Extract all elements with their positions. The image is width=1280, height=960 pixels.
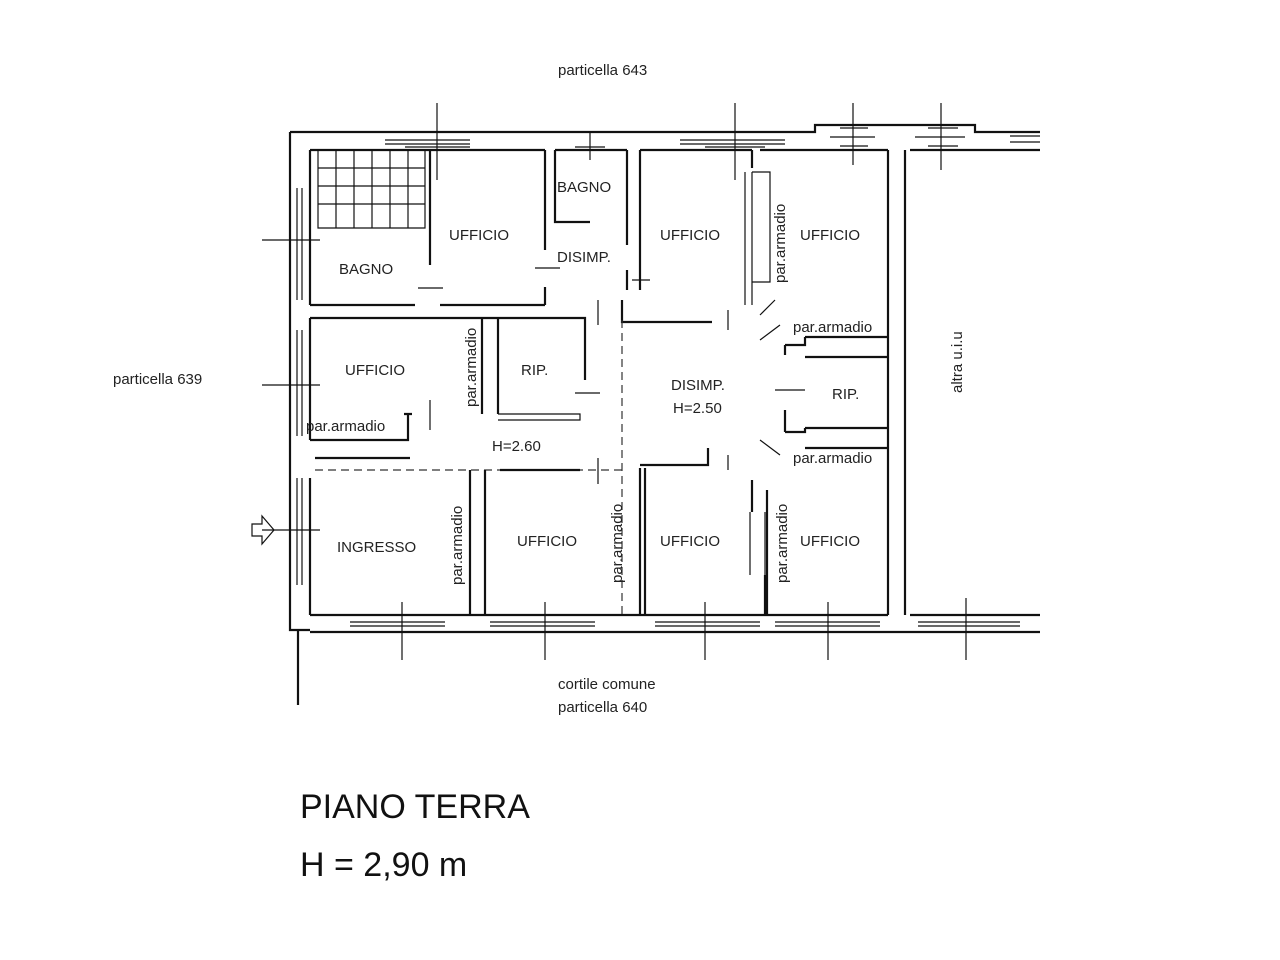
floor-name: PIANO TERRA (300, 788, 530, 826)
room-disimp-2-height: H=2.50 (673, 400, 722, 417)
interior-walls (310, 150, 888, 615)
wardrobe-label: par.armadio (609, 504, 626, 583)
entrance-arrow-icon (251, 514, 275, 546)
wardrobe-label: par.armadio (463, 328, 480, 407)
wardrobe-label: par.armadio (449, 506, 466, 585)
room-ufficio-3: UFFICIO (800, 227, 860, 244)
room-ufficio-4: UFFICIO (345, 362, 405, 379)
outer-walls (288, 123, 1040, 705)
label-west-parcel: particella 639 (113, 371, 202, 388)
label-south-courtyard: cortile comune (558, 676, 656, 693)
wardrobe-label: par.armadio (774, 504, 791, 583)
room-disimp-2: DISIMP. (671, 377, 725, 394)
room-rip-1: RIP. (521, 362, 548, 379)
room-ufficio-1: UFFICIO (449, 227, 509, 244)
corridor-height: H=2.60 (492, 438, 541, 455)
section-marks (262, 103, 967, 660)
room-rip-2: RIP. (832, 386, 859, 403)
room-ufficio-7: UFFICIO (800, 533, 860, 550)
floor-height: H = 2,90 m (300, 846, 467, 884)
room-disimp-1: DISIMP. (557, 249, 611, 266)
wardrobe-label: par.armadio (793, 450, 872, 467)
room-ufficio-2: UFFICIO (660, 227, 720, 244)
label-east-unit: altra u.i.u (949, 331, 966, 393)
room-ufficio-5: UFFICIO (517, 533, 577, 550)
room-bagno-top: BAGNO (557, 179, 611, 196)
room-bagno-left: BAGNO (339, 261, 393, 278)
wardrobe-label: par.armadio (772, 204, 789, 283)
room-ufficio-6: UFFICIO (660, 533, 720, 550)
wardrobe-label: par.armadio (793, 319, 872, 336)
label-north-parcel: particella 643 (558, 62, 647, 79)
room-ingresso: INGRESSO (337, 539, 416, 556)
wardrobe-label: par.armadio (306, 418, 385, 435)
label-south-parcel: particella 640 (558, 699, 647, 716)
